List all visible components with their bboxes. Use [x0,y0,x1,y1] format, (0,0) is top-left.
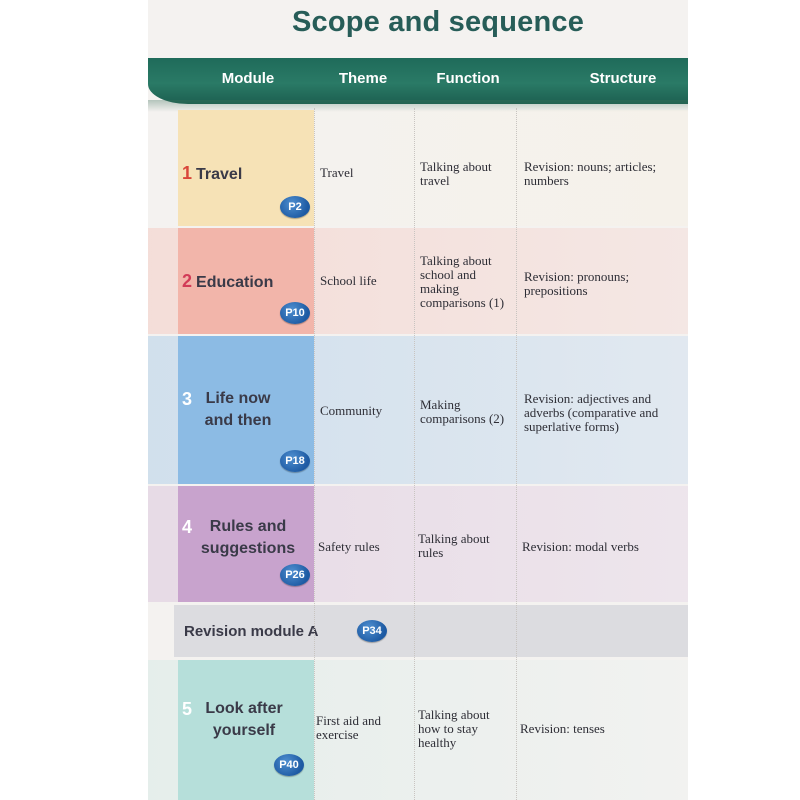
module-number-2: 2 [182,271,193,291]
structure-2: Revision: pronouns; prepositions [524,269,630,298]
function-5: Talking about how to stay healthy [418,707,490,750]
module-title-4: 4 Rules and suggestions [182,516,314,560]
function-3: Making comparisons (2) [420,397,505,426]
module-name-5: Look after yourself [205,700,283,739]
module-number-3: 3 [182,389,193,409]
header-shadow [148,100,688,112]
table-header-bar [148,58,688,104]
header-theme: Theme [338,70,388,87]
module-title-3: 3 Life now and then [182,388,312,432]
module-row-5: 5 Look after yourself P40 First aid and e… [148,660,688,800]
theme-2: School life [320,273,377,288]
module-name-4: Rules and suggestions [200,518,296,557]
revision-label: Revision module A [184,623,319,640]
column-divider [314,108,315,800]
structure-3: Revision: adjectives and adverbs (compar… [524,391,659,434]
module-name-2: Education [196,274,274,291]
page-badge-3[interactable]: P18 [280,450,310,472]
page-title: Scope and sequence [291,6,585,38]
module-name-3: Life now and then [204,390,272,429]
structure-5: Revision: tenses [520,721,605,736]
header-module: Module [221,70,275,87]
module-row-3: 3 Life now and then P18 Community Making … [148,336,688,484]
function-2: Talking about school and making comparis… [420,253,505,310]
structure-4: Revision: modal verbs [522,539,639,554]
revision-page-badge[interactable]: P34 [357,620,387,642]
column-divider [414,108,415,800]
theme-4: Safety rules [318,539,380,554]
theme-5: First aid and exercise [316,713,381,742]
header-structure: Structure [589,70,657,87]
function-1: Talking about travel [420,159,492,188]
module-title-5: 5 Look after yourself [182,698,314,742]
document-page: Scope and sequence Module Theme Function… [148,0,688,800]
page-badge-4[interactable]: P26 [280,564,310,586]
module-name-1: Travel [196,166,243,183]
revision-row: Revision module A P34 [174,605,688,657]
header-function: Function [436,70,500,87]
column-divider [516,108,517,800]
module-cell-5: 5 Look after yourself P40 [178,660,314,800]
module-number-4: 4 [182,517,193,537]
structure-1: Revision: nouns; articles; numbers [524,159,657,188]
theme-3: Community [320,403,383,418]
page-badge-2[interactable]: P10 [280,302,310,324]
module-number-5: 5 [182,699,193,719]
module-cell-4: 4 Rules and suggestions P26 [178,486,314,602]
page-badge-5[interactable]: P40 [274,754,304,776]
module-cell-3: 3 Life now and then P18 [178,336,314,484]
module-number-1: 1 [182,163,193,183]
theme-1: Travel [320,165,354,180]
function-4: Talking about rules [418,531,490,560]
page-badge-1[interactable]: P2 [280,196,310,218]
